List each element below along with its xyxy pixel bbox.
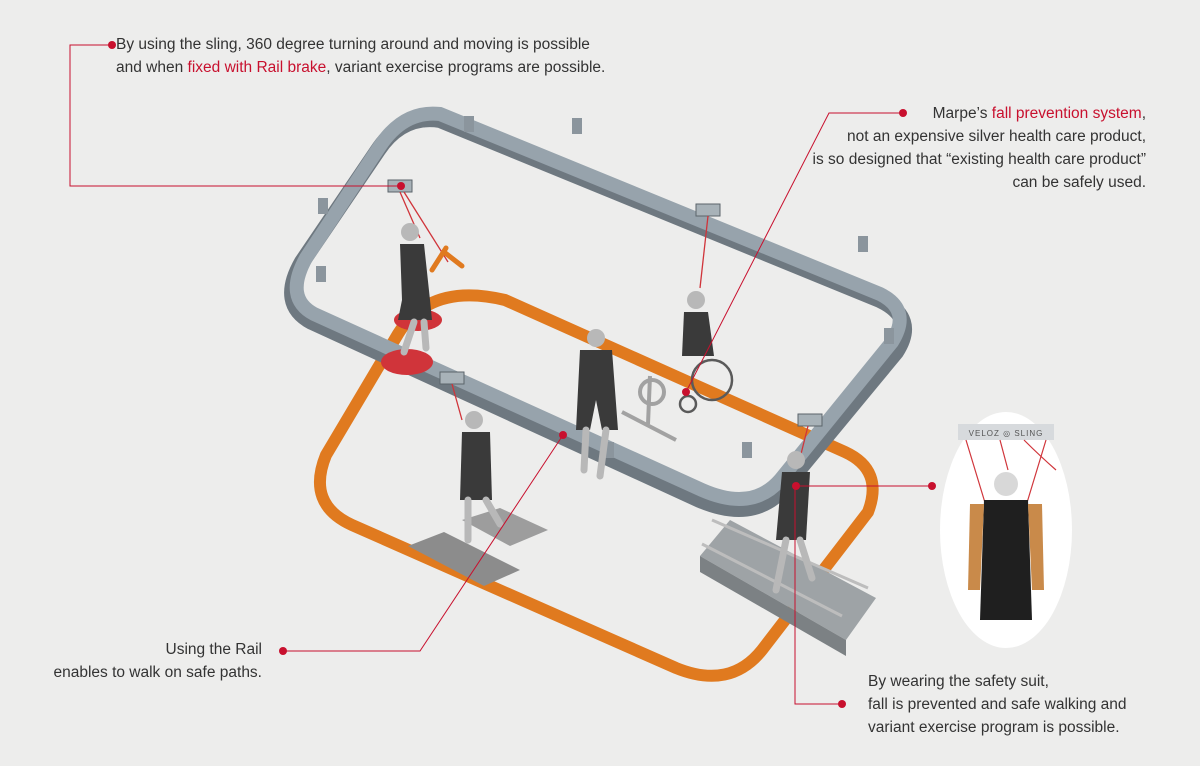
- callout-rail-line1: Using the Rail: [165, 641, 263, 658]
- callout-sling-line1: By using the sling, 360 degree turning a…: [116, 36, 590, 53]
- callout-fall-line3: is so designed that “existing health car…: [812, 151, 1146, 168]
- callout-fall-line1: Marpe’s fall prevention system,: [813, 102, 1146, 125]
- step-platform: [462, 508, 548, 546]
- callout-suit-line2: fall is prevented and safe walking and: [868, 696, 1127, 713]
- leader-lines: [69, 44, 932, 705]
- callout-fall-line4: can be safely used.: [1012, 174, 1146, 191]
- callout-suit-line1: By wearing the safety suit,: [868, 673, 1049, 690]
- rail-brake-highlight: fixed with Rail brake: [187, 59, 327, 76]
- callout-fall-line2: not an expensive silver health care prod…: [847, 128, 1146, 145]
- ceiling-rail: [289, 106, 907, 506]
- callout-rail: Using the Rail enables to walk on safe p…: [53, 638, 262, 684]
- device-label: VELOZ ◎ SLING: [969, 429, 1044, 438]
- callout-sling: By using the sling, 360 degree turning a…: [116, 33, 605, 79]
- callout-sling-line2: and when fixed with Rail brake, variant …: [116, 56, 605, 79]
- callout-rail-line2: enables to walk on safe paths.: [53, 664, 262, 681]
- leader-dots: [108, 41, 936, 708]
- callout-suit-line3: variant exercise program is possible.: [868, 719, 1120, 736]
- person-figures: [398, 223, 816, 594]
- sling-ropes: [399, 191, 809, 459]
- balance-pad: [381, 349, 433, 375]
- treadmill: [700, 518, 876, 656]
- text: , variant exercise programs are possible…: [326, 59, 606, 76]
- rail-brackets: [316, 116, 894, 458]
- text: ,: [1141, 105, 1146, 122]
- safety-suit-inset: VELOZ ◎ SLING: [940, 412, 1072, 648]
- text: and when: [116, 59, 188, 76]
- fall-prevention-highlight: fall prevention system: [991, 105, 1142, 122]
- rail-trolleys: [387, 179, 823, 427]
- exercise-bike: [621, 375, 677, 442]
- callout-safety-suit: By wearing the safety suit, fall is prev…: [868, 670, 1127, 739]
- callout-fall-prevention: Marpe’s fall prevention system, not an e…: [813, 102, 1146, 194]
- step-platform: [408, 532, 520, 586]
- text: Marpe’s: [932, 105, 992, 122]
